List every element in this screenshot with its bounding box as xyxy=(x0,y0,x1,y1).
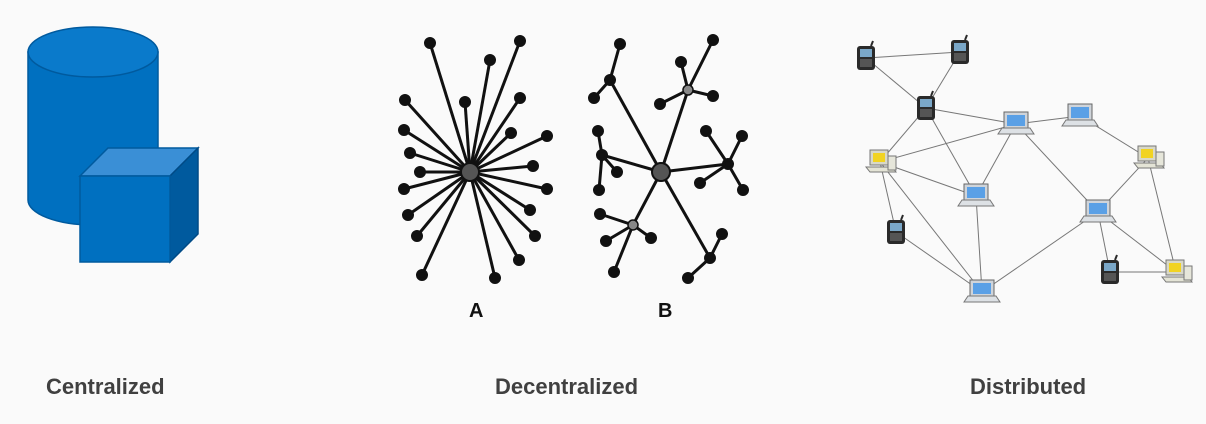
centralized-diagram xyxy=(0,0,260,424)
caption-distributed: Distributed xyxy=(970,374,1087,399)
decentralized-diagram xyxy=(380,0,780,424)
star-network-a xyxy=(398,35,553,284)
graph-b-label: B xyxy=(658,300,673,322)
network-graphs xyxy=(398,34,749,284)
graph-a-label: A xyxy=(469,300,484,322)
caption-decentralized: Decentralized xyxy=(495,374,639,399)
desktop-computer-icon xyxy=(1133,145,1165,169)
phone-icon xyxy=(1100,254,1120,285)
mesh-links xyxy=(865,51,1177,293)
caption-centralized: Centralized xyxy=(46,374,165,399)
laptop-icon xyxy=(1079,199,1117,223)
database-cylinder-icon xyxy=(27,26,200,264)
cube-icon xyxy=(78,146,200,264)
phone-icon xyxy=(886,214,906,245)
phone-icon xyxy=(916,90,936,121)
distributed-diagram xyxy=(840,0,1206,424)
phone-icon xyxy=(856,40,876,71)
decentralized-network-b xyxy=(588,34,749,284)
laptop-icon xyxy=(957,183,995,207)
mesh-network xyxy=(856,34,1193,303)
phone-icon xyxy=(950,34,970,65)
desktop-computer-icon xyxy=(865,149,897,173)
laptop-icon xyxy=(997,111,1035,135)
desktop-computer-icon xyxy=(1161,259,1193,283)
laptop-icon xyxy=(1061,103,1099,127)
